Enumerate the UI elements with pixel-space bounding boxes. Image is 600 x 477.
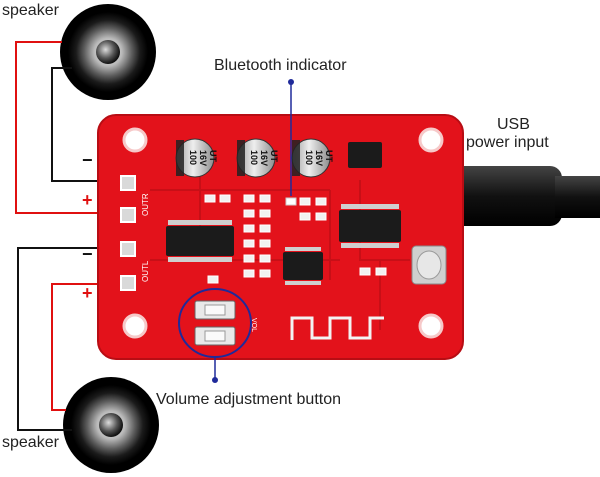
pcb-label-outr: OUTR	[141, 193, 150, 216]
pcb-board	[97, 114, 464, 360]
pcb-label-vol: VOL	[250, 318, 257, 332]
cap2-brand: UT	[269, 150, 279, 162]
bluetooth-led	[285, 197, 297, 206]
antenna-trace	[290, 316, 384, 340]
bluetooth-callout-dot	[288, 79, 294, 85]
volume-buttons	[194, 300, 236, 346]
cap1-value: 100	[188, 150, 198, 165]
usb-label-line1: USB	[497, 116, 530, 133]
volume-callout-dot	[212, 377, 218, 383]
cap1-brand: UT	[208, 150, 218, 162]
ic-top-right	[348, 142, 382, 168]
capacitor-3	[291, 138, 331, 178]
cap2-value: 100	[249, 150, 259, 165]
pcb-label-outl: OUTL	[141, 260, 150, 282]
speaker-bottom-label: speaker	[2, 434, 59, 451]
cap3-value: 100	[304, 150, 314, 165]
wire-top-red	[15, 41, 128, 214]
cap1-voltage: 16V	[198, 150, 208, 166]
wire-top-black	[51, 67, 128, 182]
capacitor-1	[175, 138, 215, 178]
speaker-top-label: speaker	[2, 2, 59, 19]
terminal-bottom-plus: +	[82, 283, 93, 303]
capacitor-2	[236, 138, 276, 178]
wire-bottom-black	[17, 247, 128, 431]
bluetooth-indicator-label: Bluetooth indicator	[214, 57, 347, 74]
cap3-voltage: 16V	[314, 150, 324, 166]
cap2-voltage: 16V	[259, 150, 269, 166]
speaker-bottom	[63, 377, 159, 473]
ic-bluetooth	[339, 210, 401, 242]
terminal-top-plus: +	[82, 190, 93, 210]
cap3-brand: UT	[324, 150, 334, 162]
speaker-top	[60, 4, 156, 100]
volume-button-label: Volume adjustment button	[156, 391, 342, 408]
ic-amp	[166, 226, 234, 256]
ic-small	[283, 252, 323, 280]
usb-label-line2: power input	[466, 134, 549, 151]
terminal-top-minus: −	[82, 150, 93, 170]
terminal-bottom-minus: −	[82, 244, 93, 264]
wire-bottom-red	[51, 283, 128, 411]
